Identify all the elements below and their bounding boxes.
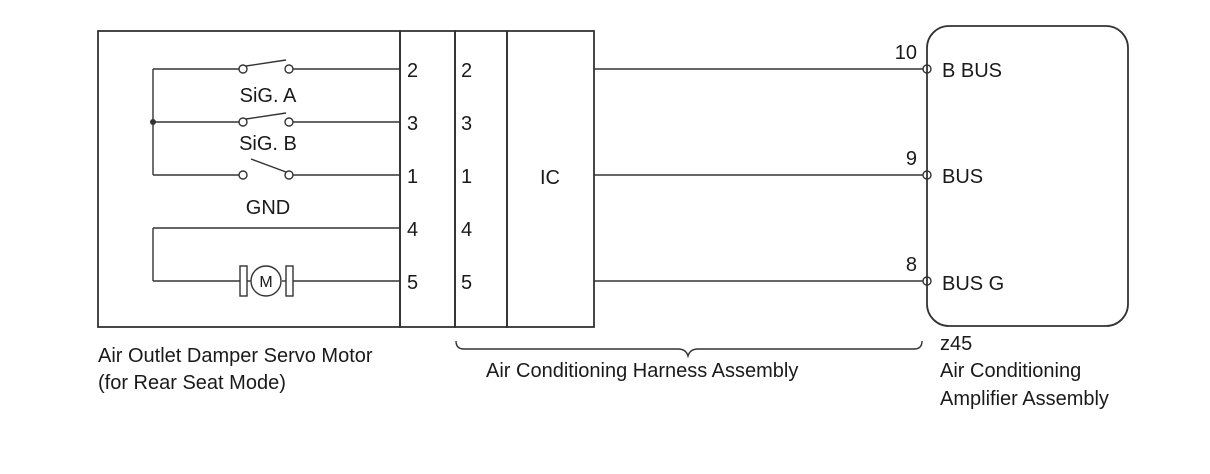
terminal-9: [922, 170, 932, 180]
harness-ic-box: [506, 30, 595, 328]
motor-icon: [250, 265, 282, 297]
harness-pin-2: 2: [461, 60, 472, 82]
motor-circuit: [152, 227, 400, 297]
servo-pin-5: 5: [407, 272, 418, 294]
switch-gnd: [153, 158, 400, 180]
amp-name-line2: Amplifier Assembly: [940, 388, 1109, 410]
harness-pin-4: 4: [461, 219, 472, 241]
amplifier-box: [926, 25, 1129, 327]
amp-pin-8: 8: [906, 254, 917, 276]
harness-pin-5: 5: [461, 272, 472, 294]
terminal-10: [922, 64, 932, 74]
switch-sig-b: [153, 112, 400, 127]
switch-sig-a: [153, 59, 400, 74]
switch-label-gnd: GND: [246, 197, 290, 219]
amp-connector-code: z45: [940, 333, 972, 355]
harness-pin-3: 3: [461, 113, 472, 135]
servo-pin-1: 1: [407, 166, 418, 188]
terminal-8: [922, 276, 932, 286]
amp-signal-bus: BUS: [942, 166, 983, 188]
motor-symbol: M: [259, 274, 272, 291]
amp-pin-9: 9: [906, 148, 917, 170]
harness-brace: [455, 340, 923, 359]
servo-pin-4: 4: [407, 219, 418, 241]
servo-motor-name-line1: Air Outlet Damper Servo Motor: [98, 345, 373, 367]
servo-pin-3: 3: [407, 113, 418, 135]
servo-pin-2: 2: [407, 60, 418, 82]
servo-motor-box: [97, 30, 401, 328]
amp-signal-bus-g: BUS G: [942, 273, 1004, 295]
servo-motor-name-line2: (for Rear Seat Mode): [98, 372, 286, 394]
amp-pin-10: 10: [895, 42, 917, 64]
switch-label-sig-b: SiG. B: [239, 133, 297, 155]
amp-name-line1: Air Conditioning: [940, 360, 1081, 382]
switch-label-sig-a: SiG. A: [240, 85, 297, 107]
harness-name: Air Conditioning Harness Assembly: [486, 360, 798, 382]
ic-label: IC: [540, 167, 560, 189]
harness-pin-1: 1: [461, 166, 472, 188]
amp-signal-b-bus: B BUS: [942, 60, 1002, 82]
